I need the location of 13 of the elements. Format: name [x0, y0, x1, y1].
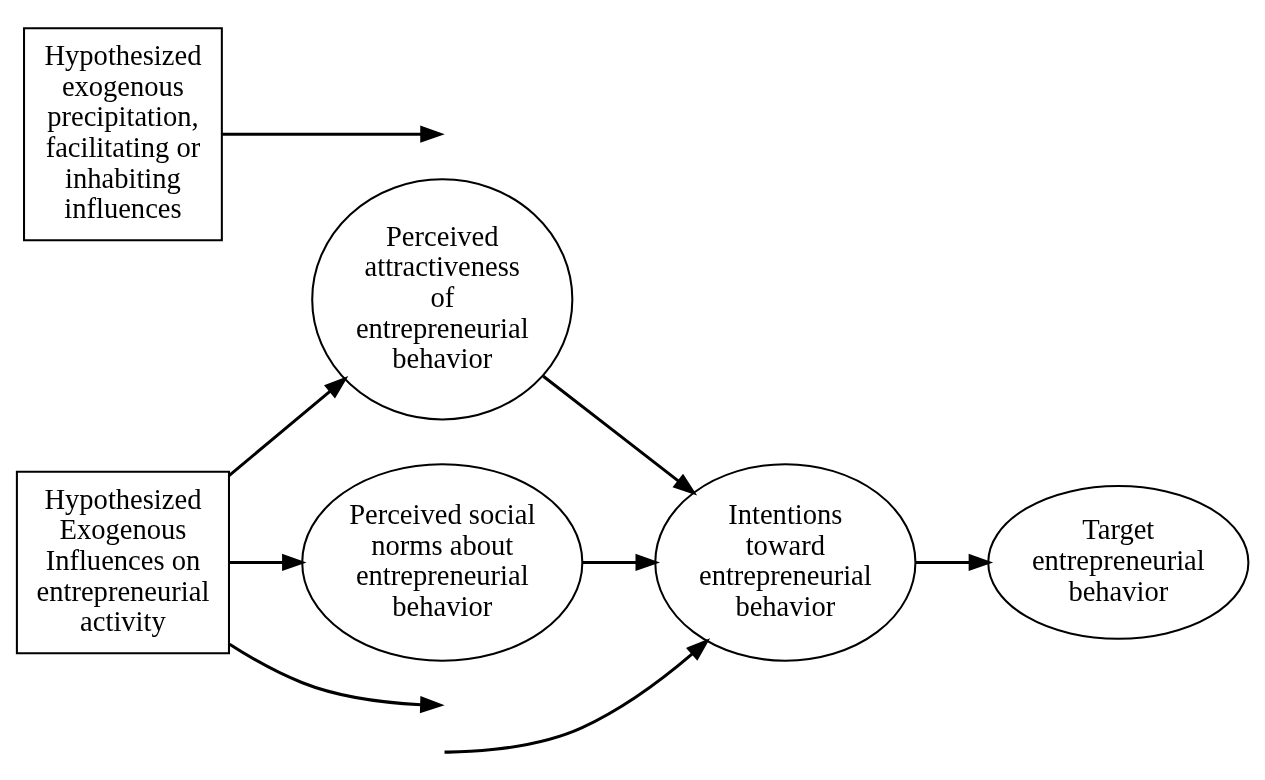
node-ellipse: Perceived social norms about entrepreneurial behavior — [301, 462, 584, 662]
node-box: Hypothesized Exogenous Influences on entrepreneurial activity — [15, 470, 230, 654]
node-circle: Perceived attractiveness of entrepreneurial behavior — [311, 177, 574, 420]
node-box: Hypothesized exogenous precipitation, facilitating or inhabiting influences — [23, 26, 223, 241]
arrow — [582, 553, 660, 571]
arrow — [228, 375, 349, 477]
arrow — [222, 125, 445, 143]
node-ellipse: Target entrepreneurial behavior — [987, 484, 1250, 640]
arrow — [228, 642, 445, 713]
arrow — [542, 374, 698, 496]
arrow — [229, 553, 307, 571]
arrow — [444, 637, 711, 754]
arrow — [915, 553, 994, 571]
